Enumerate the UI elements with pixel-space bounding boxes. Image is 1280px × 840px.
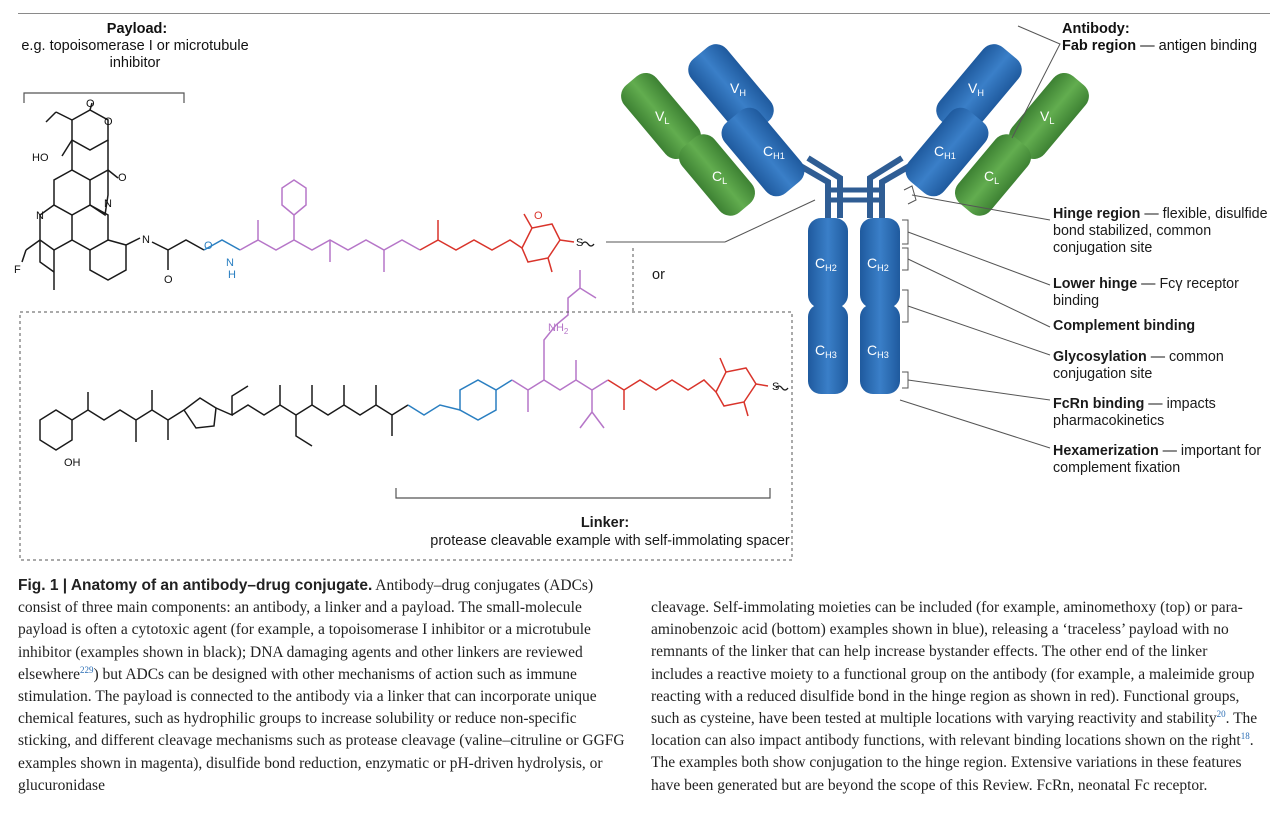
linker-title: Linker: bbox=[580, 515, 630, 531]
lower-hinge-label: Lower hinge — Fcγ receptor binding bbox=[1053, 276, 1239, 309]
atom-o-spacer: O bbox=[204, 240, 213, 252]
self-immolating-spacer-top bbox=[203, 239, 241, 251]
payload-title: Payload: bbox=[106, 21, 168, 37]
maleimide-linker-bottom bbox=[607, 357, 769, 417]
atom-s-bottom: S bbox=[772, 381, 780, 393]
atom-o-maleimide-top: O bbox=[534, 210, 543, 222]
thioether-wave-bottom bbox=[775, 385, 789, 391]
alternative-linker-box bbox=[19, 311, 793, 561]
atom-oh: OH bbox=[64, 457, 81, 469]
vl-left-label: VL bbox=[655, 108, 670, 127]
top-rule bbox=[18, 13, 1270, 14]
atom-o-pyridone: O bbox=[118, 172, 127, 184]
vl-right-label: VL bbox=[1040, 108, 1055, 127]
linker-subtitle: protease cleavable example with self-imm… bbox=[430, 533, 790, 549]
ref-229[interactable]: 229 bbox=[79, 664, 94, 675]
ggfg-peptide bbox=[239, 179, 421, 272]
atom-n-ring: N bbox=[104, 198, 112, 210]
ch3-left-label: CH3 bbox=[815, 342, 837, 361]
region-leaders bbox=[899, 185, 1051, 449]
pab-spacer bbox=[407, 379, 513, 421]
valine-citrulline bbox=[511, 270, 609, 429]
atom-o-amide: O bbox=[164, 274, 173, 286]
ch2-left-label: CH2 bbox=[815, 255, 837, 274]
vh-right-label: VH bbox=[968, 80, 984, 99]
ch1-right-label: CH1 bbox=[934, 143, 956, 162]
atom-f: F bbox=[14, 264, 21, 276]
figure-illustration bbox=[19, 25, 1089, 561]
payload-molecule-top bbox=[21, 102, 205, 290]
atom-h-spacer: H bbox=[228, 269, 236, 281]
linker-bracket bbox=[395, 488, 771, 499]
atom-o-carbonyl: O bbox=[86, 98, 95, 110]
fcrn-binding-label: FcRn binding — impacts pharmacokinetics bbox=[1053, 396, 1216, 429]
payload-molecule-bottom bbox=[39, 385, 409, 451]
cl-left-label: CL bbox=[712, 168, 728, 187]
hinge-region-label: Hinge region — flexible, disulfide bond … bbox=[1053, 206, 1268, 256]
atom-n-amide: N bbox=[142, 234, 150, 246]
glycosylation-label: Glycosylation — common conjugation site bbox=[1053, 349, 1224, 382]
ch1-left-label: CH1 bbox=[763, 143, 785, 162]
caption-column-right: cleavage. Self-immolating moieties can b… bbox=[651, 599, 1258, 794]
vh-left-label: VH bbox=[730, 80, 746, 99]
fab-bracket bbox=[1011, 25, 1061, 139]
maleimide-linker-top bbox=[419, 213, 575, 273]
caption-heading: Fig. 1 | Anatomy of an antibody–drug con… bbox=[18, 577, 373, 594]
caption-column-left: Fig. 1 | Anatomy of an antibody–drug con… bbox=[18, 577, 625, 794]
atom-nh2: NH2 bbox=[548, 322, 569, 337]
ref-18[interactable]: 18 bbox=[1240, 731, 1250, 742]
atom-s-top: S bbox=[576, 237, 584, 249]
or-label: or bbox=[652, 267, 665, 283]
payload-bracket bbox=[23, 92, 185, 103]
hexamerization-label: Hexamerization — important for complemen… bbox=[1053, 443, 1262, 476]
antibody-illustration bbox=[621, 44, 1089, 394]
payload-subtitle: e.g. topoisomerase I or microtubule inhi… bbox=[21, 38, 249, 71]
fab-region-label: Fab region — antigen binding bbox=[1062, 38, 1258, 54]
atom-o-lactone: O bbox=[104, 116, 113, 128]
atom-n-spacer: N bbox=[226, 257, 234, 269]
ch3-right-label: CH3 bbox=[867, 342, 889, 361]
cl-right-label: CL bbox=[984, 168, 1000, 187]
atom-ho: HO bbox=[32, 152, 49, 164]
atom-n-pyridine: N bbox=[36, 210, 44, 222]
antibody-title: Antibody: bbox=[1062, 21, 1130, 37]
ch2-right-label: CH2 bbox=[867, 255, 889, 274]
thioether-wave-top bbox=[581, 241, 595, 247]
ref-20[interactable]: 20 bbox=[1216, 708, 1226, 719]
complement-binding-label: Complement binding bbox=[1053, 318, 1196, 334]
